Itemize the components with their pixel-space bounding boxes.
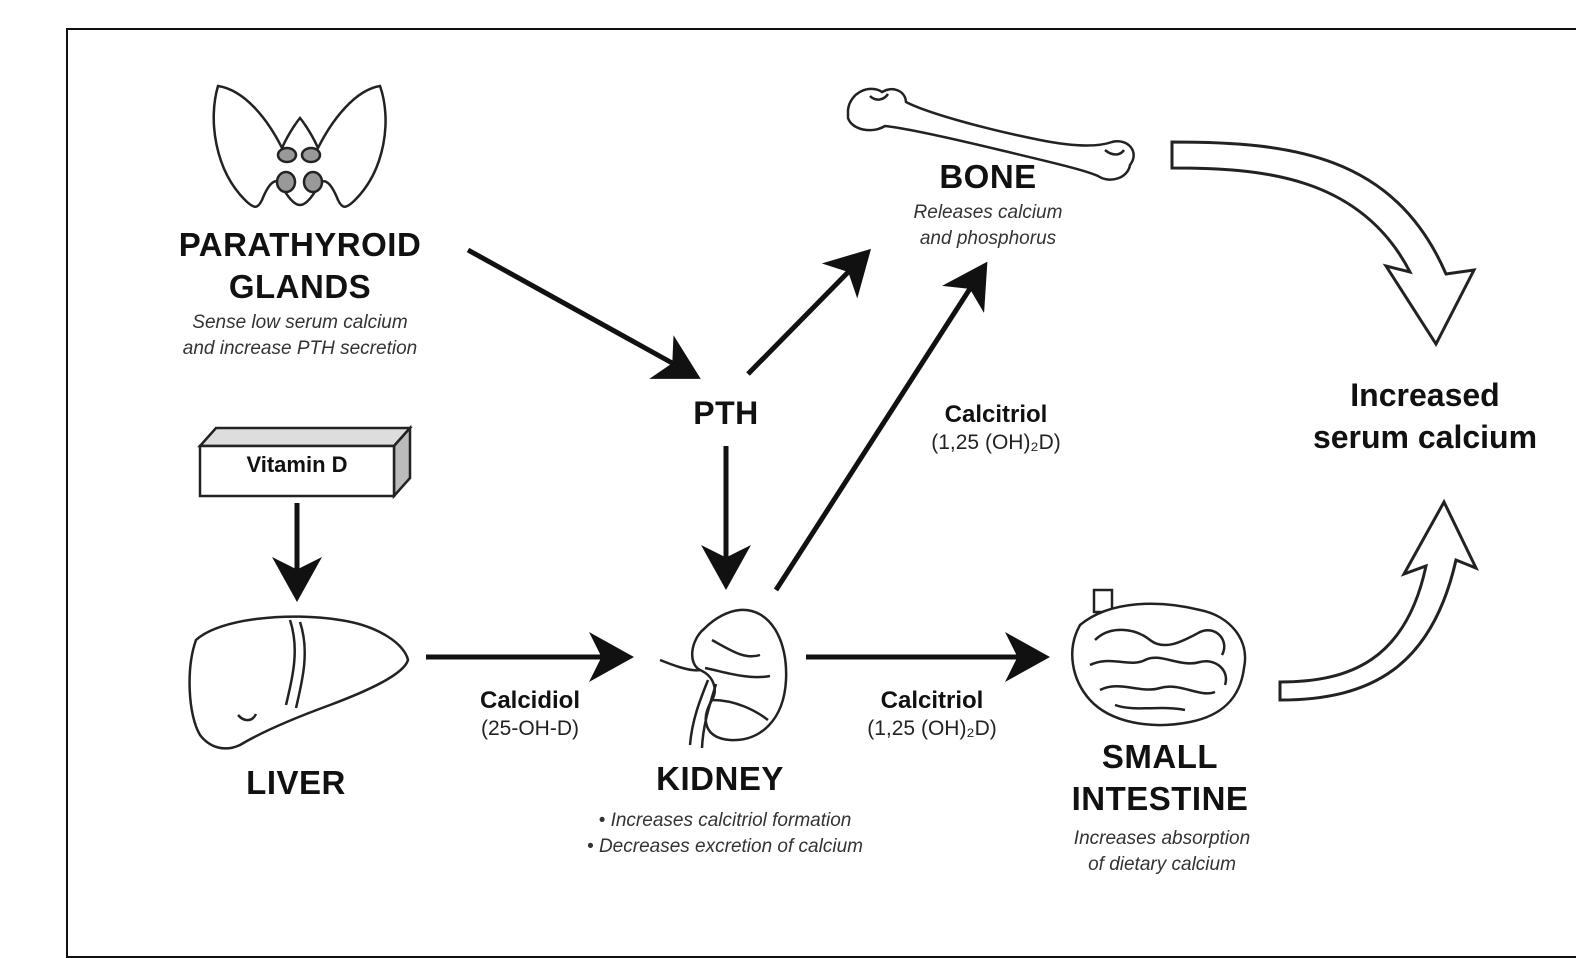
bone-title: BONE [888, 156, 1088, 198]
intestine-title: SMALL INTESTINE [1040, 736, 1280, 820]
result-line1: Increased [1280, 374, 1570, 416]
hollow-arrow-bone-to-result [1172, 142, 1474, 344]
calcitriol-bone-name: Calcitriol [896, 400, 1096, 430]
hollow-arrow-intestine-to-result [1280, 502, 1476, 700]
vitamin-d-label: Vitamin D [200, 452, 394, 478]
arrow-parathyroid-to-pth [468, 250, 692, 374]
intestine-desc-line2: of dietary calcium [1032, 852, 1292, 878]
intestine-illustration [1072, 590, 1245, 725]
kidney-illustration [660, 610, 786, 748]
parathyroid-title-line1: PARATHYROID [130, 224, 470, 266]
intestine-desc-line1: Increases absorption [1032, 826, 1292, 852]
intestine-title-line1: SMALL [1040, 736, 1280, 778]
parathyroid-illustration [214, 86, 386, 207]
calcidiol-name: Calcidiol [440, 686, 620, 716]
pth-label: PTH [666, 392, 786, 434]
calcitriol-intestine-formula: (1,25 (OH)₂D) [832, 716, 1032, 742]
kidney-desc-line2: • Decreases excretion of calcium [520, 834, 930, 860]
result-label: Increased serum calcium [1280, 374, 1570, 458]
parathyroid-desc-line2: and increase PTH secretion [120, 336, 480, 362]
calcidiol-formula: (25-OH-D) [440, 716, 620, 742]
kidney-description: • Increases calcitriol formation • Decre… [520, 808, 930, 860]
kidney-desc-line1: • Increases calcitriol formation [520, 808, 930, 834]
parathyroid-title: PARATHYROID GLANDS [130, 224, 470, 308]
calcitriol-intestine-label: Calcitriol (1,25 (OH)₂D) [832, 686, 1032, 742]
calcitriol-bone-formula: (1,25 (OH)₂D) [896, 430, 1096, 456]
calcitriol-intestine-name: Calcitriol [832, 686, 1032, 716]
result-line2: serum calcium [1280, 416, 1570, 458]
parathyroid-description: Sense low serum calcium and increase PTH… [120, 310, 480, 362]
bone-description: Releases calcium and phosphorus [868, 200, 1108, 252]
calcidiol-label: Calcidiol (25-OH-D) [440, 686, 620, 742]
parathyroid-desc-line1: Sense low serum calcium [120, 310, 480, 336]
bone-desc-line2: and phosphorus [868, 226, 1108, 252]
kidney-title: KIDNEY [620, 758, 820, 800]
liver-illustration [190, 617, 408, 749]
calcitriol-bone-label: Calcitriol (1,25 (OH)₂D) [896, 400, 1096, 456]
liver-title: LIVER [196, 762, 396, 804]
intestine-title-line2: INTESTINE [1040, 778, 1280, 820]
arrow-pth-to-bone [748, 256, 864, 374]
bone-desc-line1: Releases calcium [868, 200, 1108, 226]
parathyroid-title-line2: GLANDS [130, 266, 470, 308]
intestine-description: Increases absorption of dietary calcium [1032, 826, 1292, 878]
